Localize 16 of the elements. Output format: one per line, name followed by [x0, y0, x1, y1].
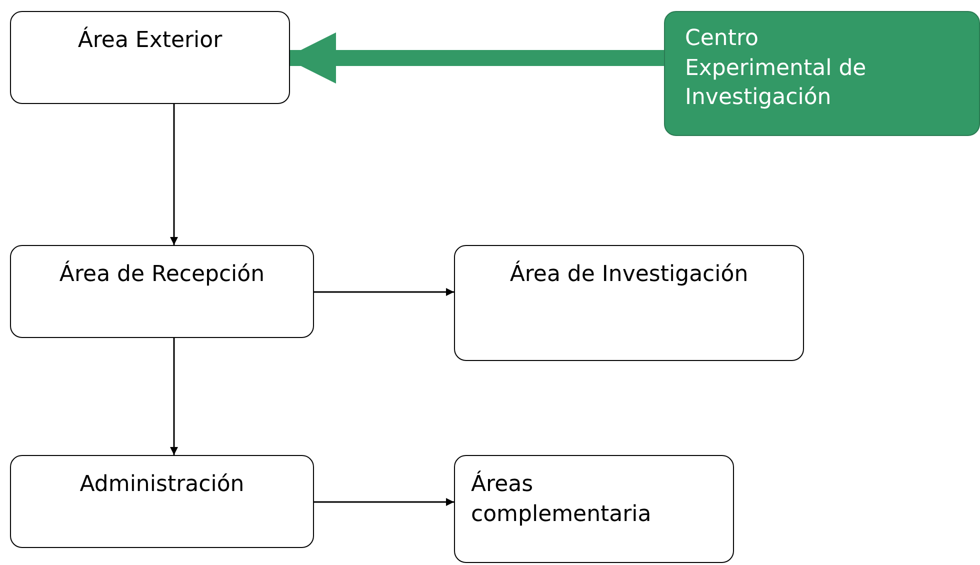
process-box [454, 245, 804, 361]
node-label: Área de Investigación [508, 260, 750, 289]
arrow [170, 104, 178, 245]
arrow [314, 498, 454, 506]
process-box [10, 11, 290, 104]
node-label: Área Exterior [76, 26, 224, 55]
arrow [170, 338, 178, 455]
node-label: Centro Experimental de Investigación [685, 25, 868, 112]
node-label: Administración [78, 471, 246, 499]
arrow [314, 288, 454, 296]
node-label: Áreas complementaria [471, 470, 652, 529]
highlight-box [664, 11, 980, 136]
process-box [454, 455, 734, 563]
node-label: Área de Recepción [58, 260, 266, 289]
process-box [10, 455, 314, 548]
process-box [10, 245, 314, 338]
